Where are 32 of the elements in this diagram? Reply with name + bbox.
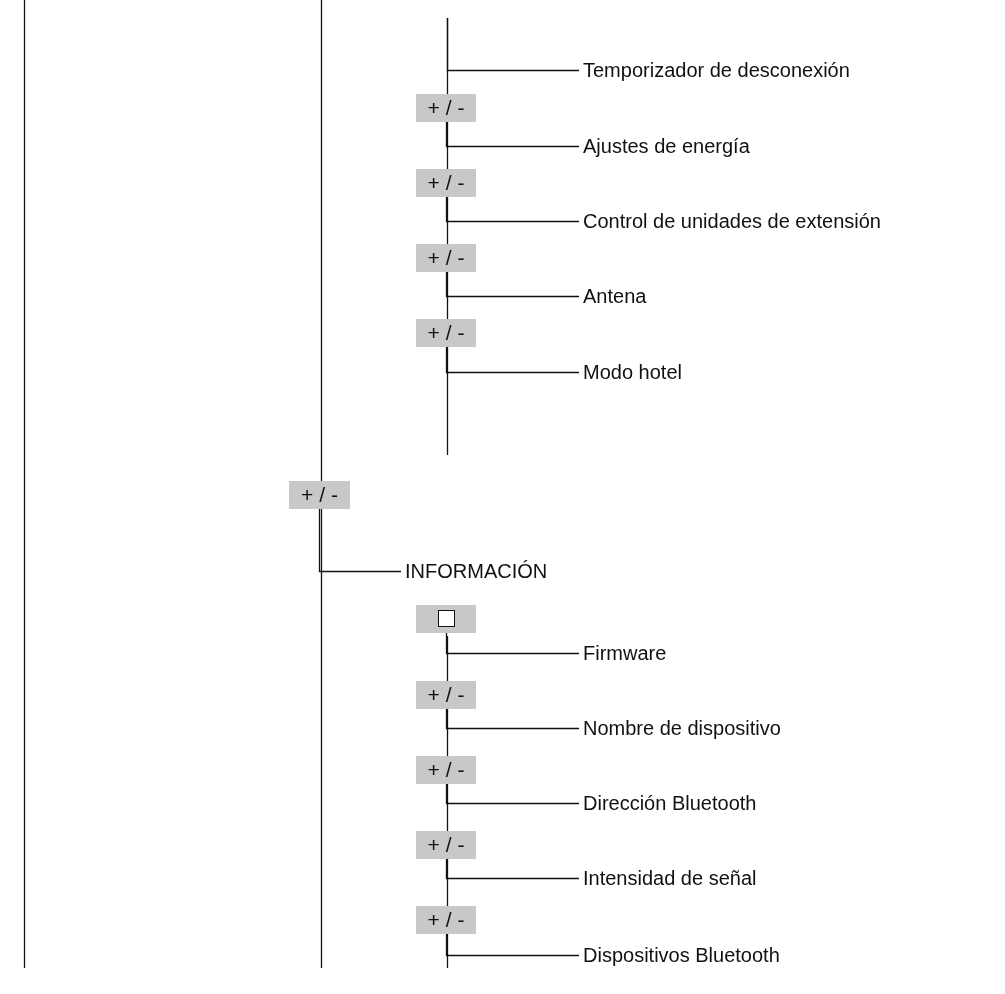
plus-minus-key-label: + / - [416, 831, 476, 859]
menu-item-label: Ajustes de energía [579, 134, 750, 158]
menu-item-label: Dirección Bluetooth [579, 791, 757, 815]
menu-item-label: Temporizador de desconexión [579, 58, 850, 82]
branch-line [445, 271, 580, 298]
branch-line [445, 346, 580, 374]
branch-line [445, 708, 580, 730]
plus-minus-key-label: + / - [289, 481, 350, 509]
menu-item-label: Nombre de dispositivo [579, 716, 781, 740]
plus-minus-key-label: + / - [416, 244, 476, 272]
branch-line [445, 121, 580, 148]
plus-minus-key-label: + / - [416, 681, 476, 709]
plus-minus-key-label: + / - [416, 319, 476, 347]
branch-line [445, 196, 580, 223]
plus-minus-key-label: + / - [416, 94, 476, 122]
menu-item-label: Antena [579, 284, 647, 308]
menu-item-label: Intensidad de señal [579, 866, 757, 890]
plus-minus-key-label: + / - [416, 169, 476, 197]
menu-item-label: Control de unidades de extensión [579, 209, 881, 233]
branch-line [445, 783, 580, 805]
branch-line [318, 508, 402, 573]
menu-item-label: Firmware [579, 641, 667, 665]
branch-line [445, 858, 580, 880]
branch-line [445, 632, 580, 655]
plus-minus-key-label: + / - [416, 756, 476, 784]
key-badge [416, 605, 476, 633]
branch-line [446, 17, 580, 72]
menu-item-label: INFORMACIÓN [401, 559, 548, 583]
plus-minus-key-label: + / - [416, 906, 476, 934]
menu-item-label: Dispositivos Bluetooth [579, 943, 780, 967]
branch-line [445, 933, 580, 957]
menu-item-label: Modo hotel [579, 360, 682, 384]
